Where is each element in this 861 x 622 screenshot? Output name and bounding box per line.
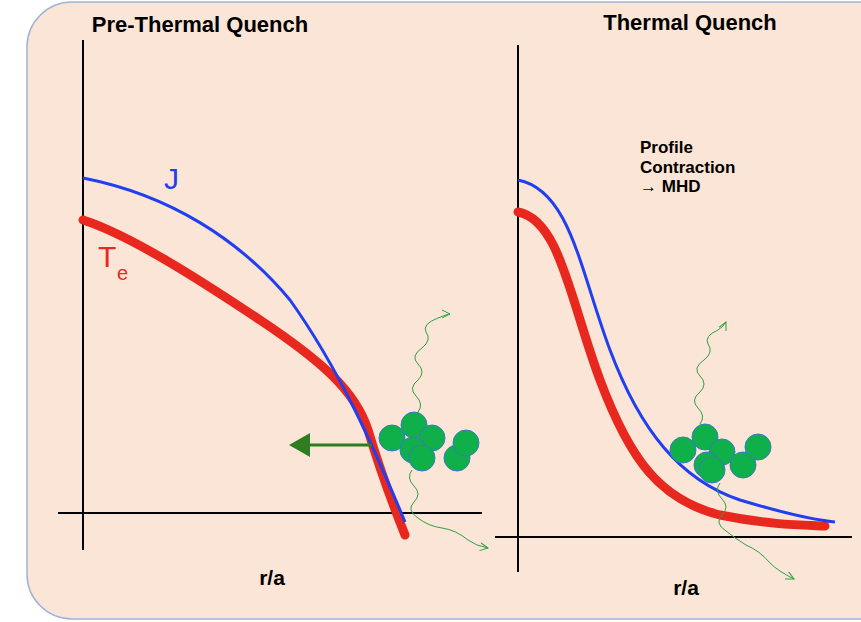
penetration-arrow [292,444,372,447]
current-curve [83,178,405,522]
axis-label: r/a [259,566,285,590]
annotation: Profile Contraction → MHD [640,138,748,197]
y-axis [82,40,84,550]
radiation-wave [694,322,726,424]
axis-label: r/a [673,576,699,600]
x-axis [58,512,482,514]
panel-title: Pre-Thermal Quench [92,12,308,37]
panel-title: Thermal Quench [603,10,777,35]
temperature-curve [518,212,825,526]
y-axis [517,45,519,572]
pellet-cluster [670,424,771,483]
curve-label: T [98,240,116,275]
radiation-wave [717,483,794,579]
curve-label-subscript: e [117,262,128,285]
radiation-wave [409,470,488,548]
pellet-cluster [379,412,479,471]
curve-label: J [164,162,179,197]
background-panel [27,2,861,619]
x-axis [495,536,852,538]
temperature-curve [83,220,405,535]
current-curve [518,180,835,522]
radiation-wave [412,314,450,412]
